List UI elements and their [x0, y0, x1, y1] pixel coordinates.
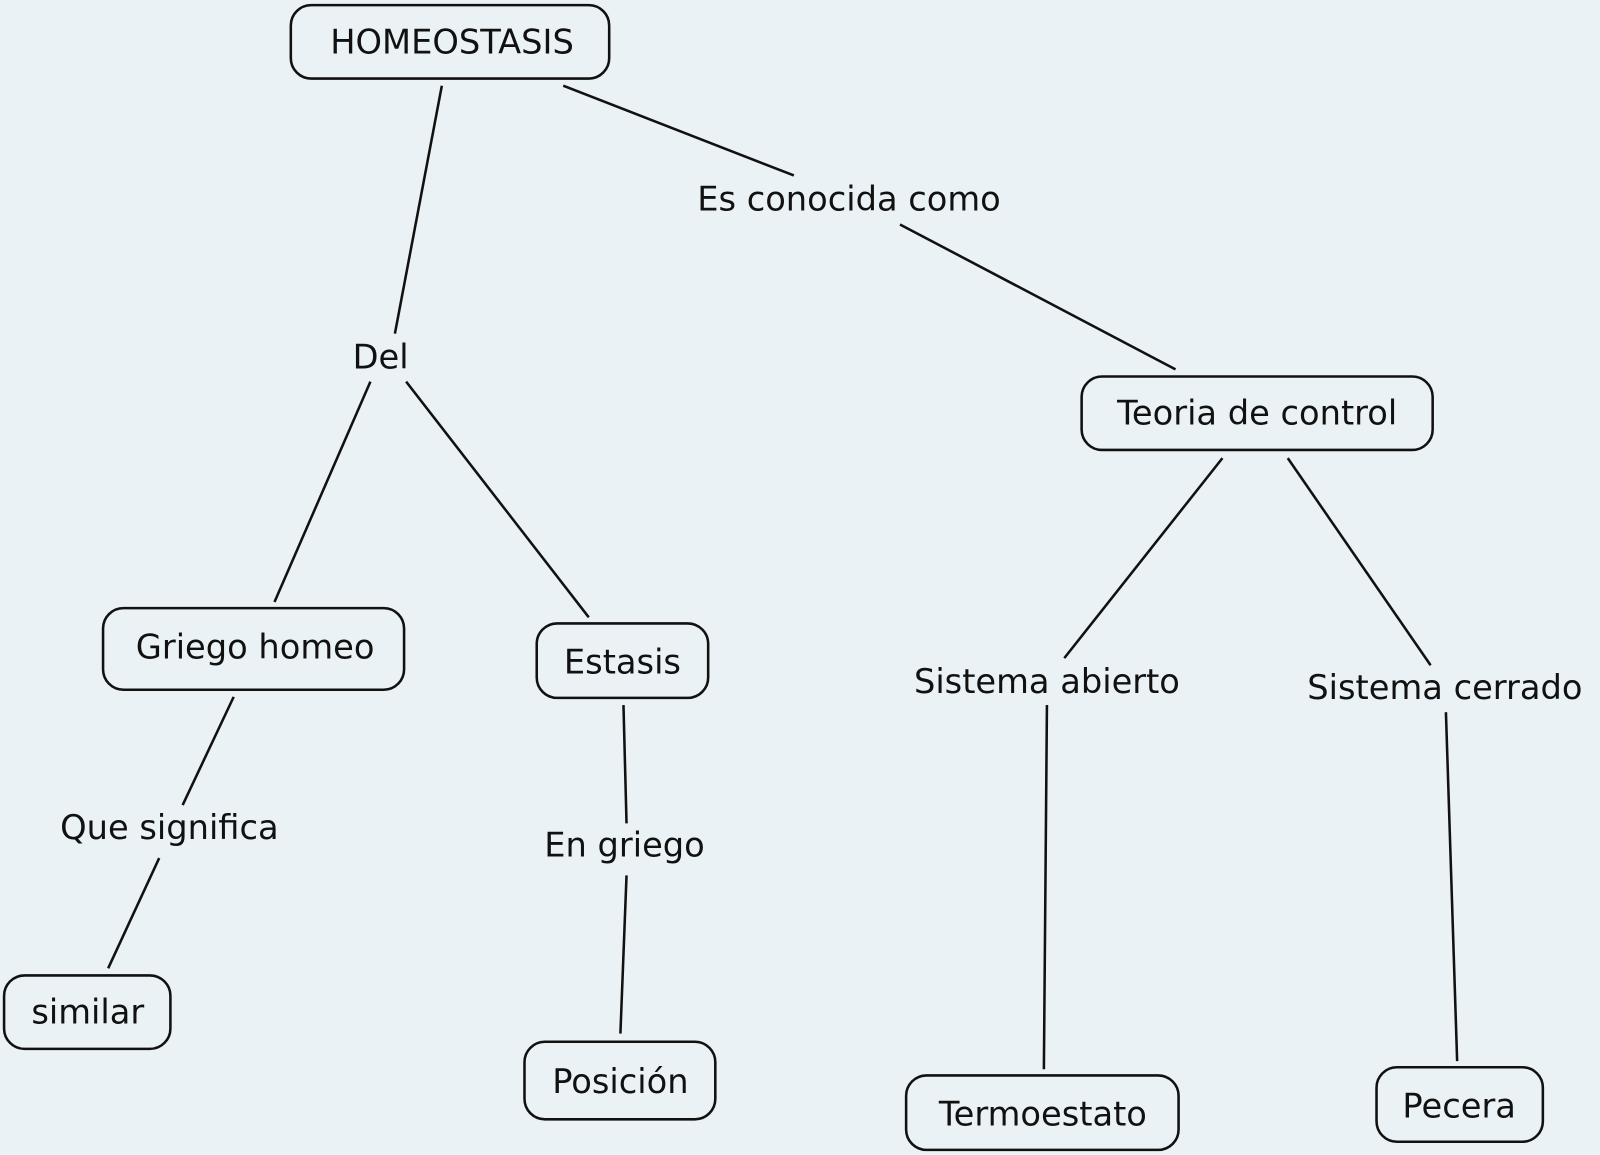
link-label-en-griego: En griego — [544, 825, 705, 864]
link-label-sistema-abierto: Sistema abierto — [914, 662, 1180, 701]
edge-del-estasis — [405, 380, 590, 619]
edge-teoria-cerrado — [1286, 457, 1432, 666]
node-similar[interactable]: similar — [2, 974, 172, 1051]
edge-abierto-termoestato — [1042, 705, 1049, 1070]
node-homeostasis[interactable]: HOMEOSTASIS — [289, 3, 611, 80]
edge-que-significa-similar — [107, 857, 161, 969]
node-pecera[interactable]: Pecera — [1375, 1065, 1545, 1144]
node-label: Estasis — [564, 643, 681, 682]
edge-en-griego-posicion — [619, 875, 628, 1034]
node-label: Griego homeo — [136, 627, 375, 666]
edge-es-conocida-teoria — [899, 223, 1177, 371]
node-griego-homeo[interactable]: Griego homeo — [101, 606, 406, 692]
node-label: similar — [31, 993, 144, 1032]
node-termoestato[interactable]: Termoestato — [904, 1074, 1180, 1152]
edge-del-griego — [273, 381, 372, 603]
node-label: Termoestato — [938, 1095, 1147, 1134]
link-label-que-significa: Que significa — [60, 808, 279, 847]
link-label-es-conocida-como: Es conocida como — [697, 179, 1001, 218]
node-teoria-de-control[interactable]: Teoria de control — [1080, 375, 1434, 452]
edge-cerrado-pecera — [1444, 712, 1459, 1062]
node-posicion[interactable]: Posición — [523, 1040, 717, 1121]
node-estasis[interactable]: Estasis — [535, 622, 710, 700]
link-label-del: Del — [353, 338, 409, 377]
node-label: Pecera — [1402, 1087, 1515, 1126]
edge-griego-que-significa — [181, 696, 235, 806]
link-label-sistema-cerrado: Sistema cerrado — [1307, 668, 1582, 707]
connections — [107, 84, 1459, 1070]
node-label: Teoria de control — [1116, 394, 1397, 433]
node-label: Posición — [552, 1062, 688, 1101]
node-label: HOMEOSTASIS — [330, 22, 574, 61]
edge-estasis-en-griego — [622, 705, 628, 824]
edge-homeostasis-es-conocida — [562, 84, 795, 177]
edge-homeostasis-del — [393, 85, 444, 334]
edge-teoria-abierto — [1063, 457, 1224, 659]
